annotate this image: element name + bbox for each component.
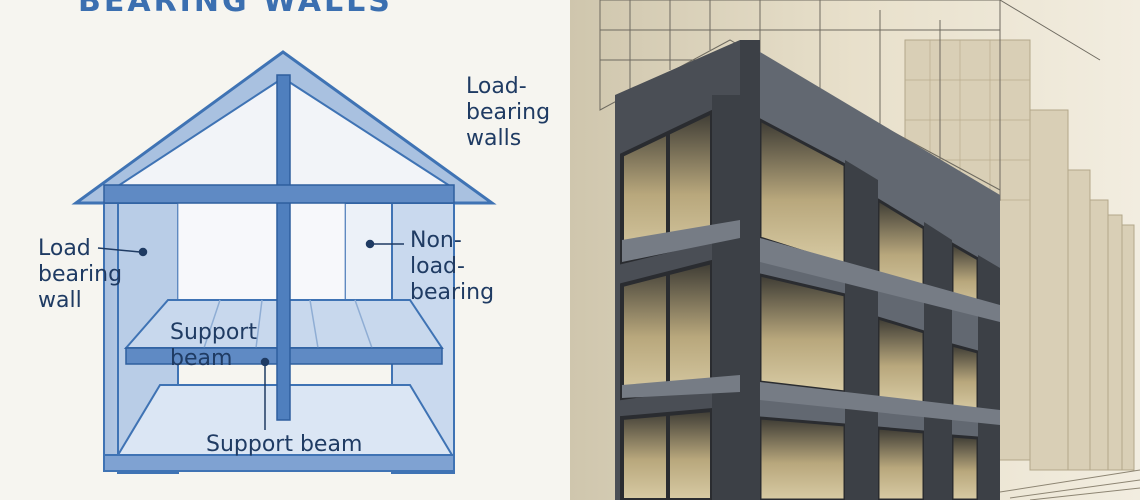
ceiling-beam [103,184,455,204]
bottom-support-beam [103,454,455,472]
floor-planks [203,299,373,349]
leader-lines [97,239,404,430]
side-windows [758,117,980,500]
non-load-bearing-wall [344,202,393,314]
vertical-post [276,74,291,421]
back-wall [177,202,346,314]
label-support-beam-bottom: Support beam [206,432,363,457]
label-load-bearing-walls: Load- bearing walls [466,74,551,151]
house-diagram [71,50,497,474]
facade-floor-bands [622,220,1000,425]
label-support-beam-floor: Support beam [170,320,257,371]
label-non-load-bearing: Non- load- bearing [410,228,495,305]
front-windows [620,108,714,500]
facade-illustration [570,0,1140,500]
diagram-title: BEARING WALLS [78,0,393,19]
ground-sketch [999,469,1140,500]
label-load-bearing-wall: Load bearing wall [38,236,123,313]
